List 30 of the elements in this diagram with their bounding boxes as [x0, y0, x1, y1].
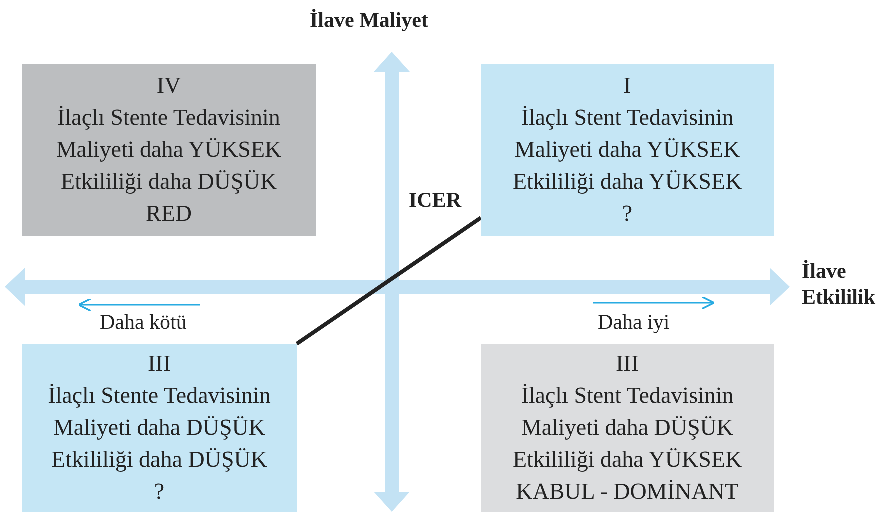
edge-label: ICER: [409, 188, 462, 213]
quadrant-box: [481, 344, 774, 512]
quadrant-text: KABUL - DOMİNANT: [516, 478, 739, 506]
quadrant-text: RED: [146, 200, 192, 228]
quadrant-text: İlaçlı Stente Tedavisinin: [48, 382, 271, 410]
quadrant-text: Maliyeti daha YÜKSEK: [56, 136, 282, 164]
axis-title: İlave Maliyet: [310, 8, 428, 33]
quadrant-text: İlaçlı Stent Tedavisinin: [521, 104, 734, 132]
axis-title: İlave Etkililik: [802, 258, 877, 310]
quadrant-number: IV: [156, 72, 182, 100]
quadrant-text: Etkililiği daha YÜKSEK: [512, 446, 742, 474]
quadrant-number: III: [616, 350, 639, 378]
quadrant-text: Maliyeti daha YÜKSEK: [514, 136, 740, 164]
quadrant-number: III: [148, 350, 171, 378]
quadrant-text: ?: [622, 200, 633, 228]
quadrant-number: I: [624, 72, 632, 100]
quadrant-text: Etkililiği daha DÜŞÜK: [61, 168, 277, 196]
quadrant-text: ?: [154, 478, 165, 506]
direction-label: Daha iyi: [598, 310, 670, 335]
quadrant-text: Maliyeti daha DÜŞÜK: [53, 414, 266, 442]
icer-line: [296, 216, 482, 346]
quadrant-box: [481, 64, 774, 236]
quadrant-box: [22, 64, 316, 236]
quadrant-text: Etkililiği daha DÜŞÜK: [52, 446, 268, 474]
direction-label: Daha kötü: [100, 310, 187, 335]
quadrant-box: [22, 344, 297, 512]
quadrant-text: İlaçlı Stent Tedavisinin: [521, 382, 734, 410]
quadrant-text: Maliyeti daha DÜŞÜK: [521, 414, 734, 442]
quadrant-text: İlaçlı Stente Tedavisinin: [58, 104, 280, 132]
quadrant-text: Etkililiği daha YÜKSEK: [512, 168, 742, 196]
